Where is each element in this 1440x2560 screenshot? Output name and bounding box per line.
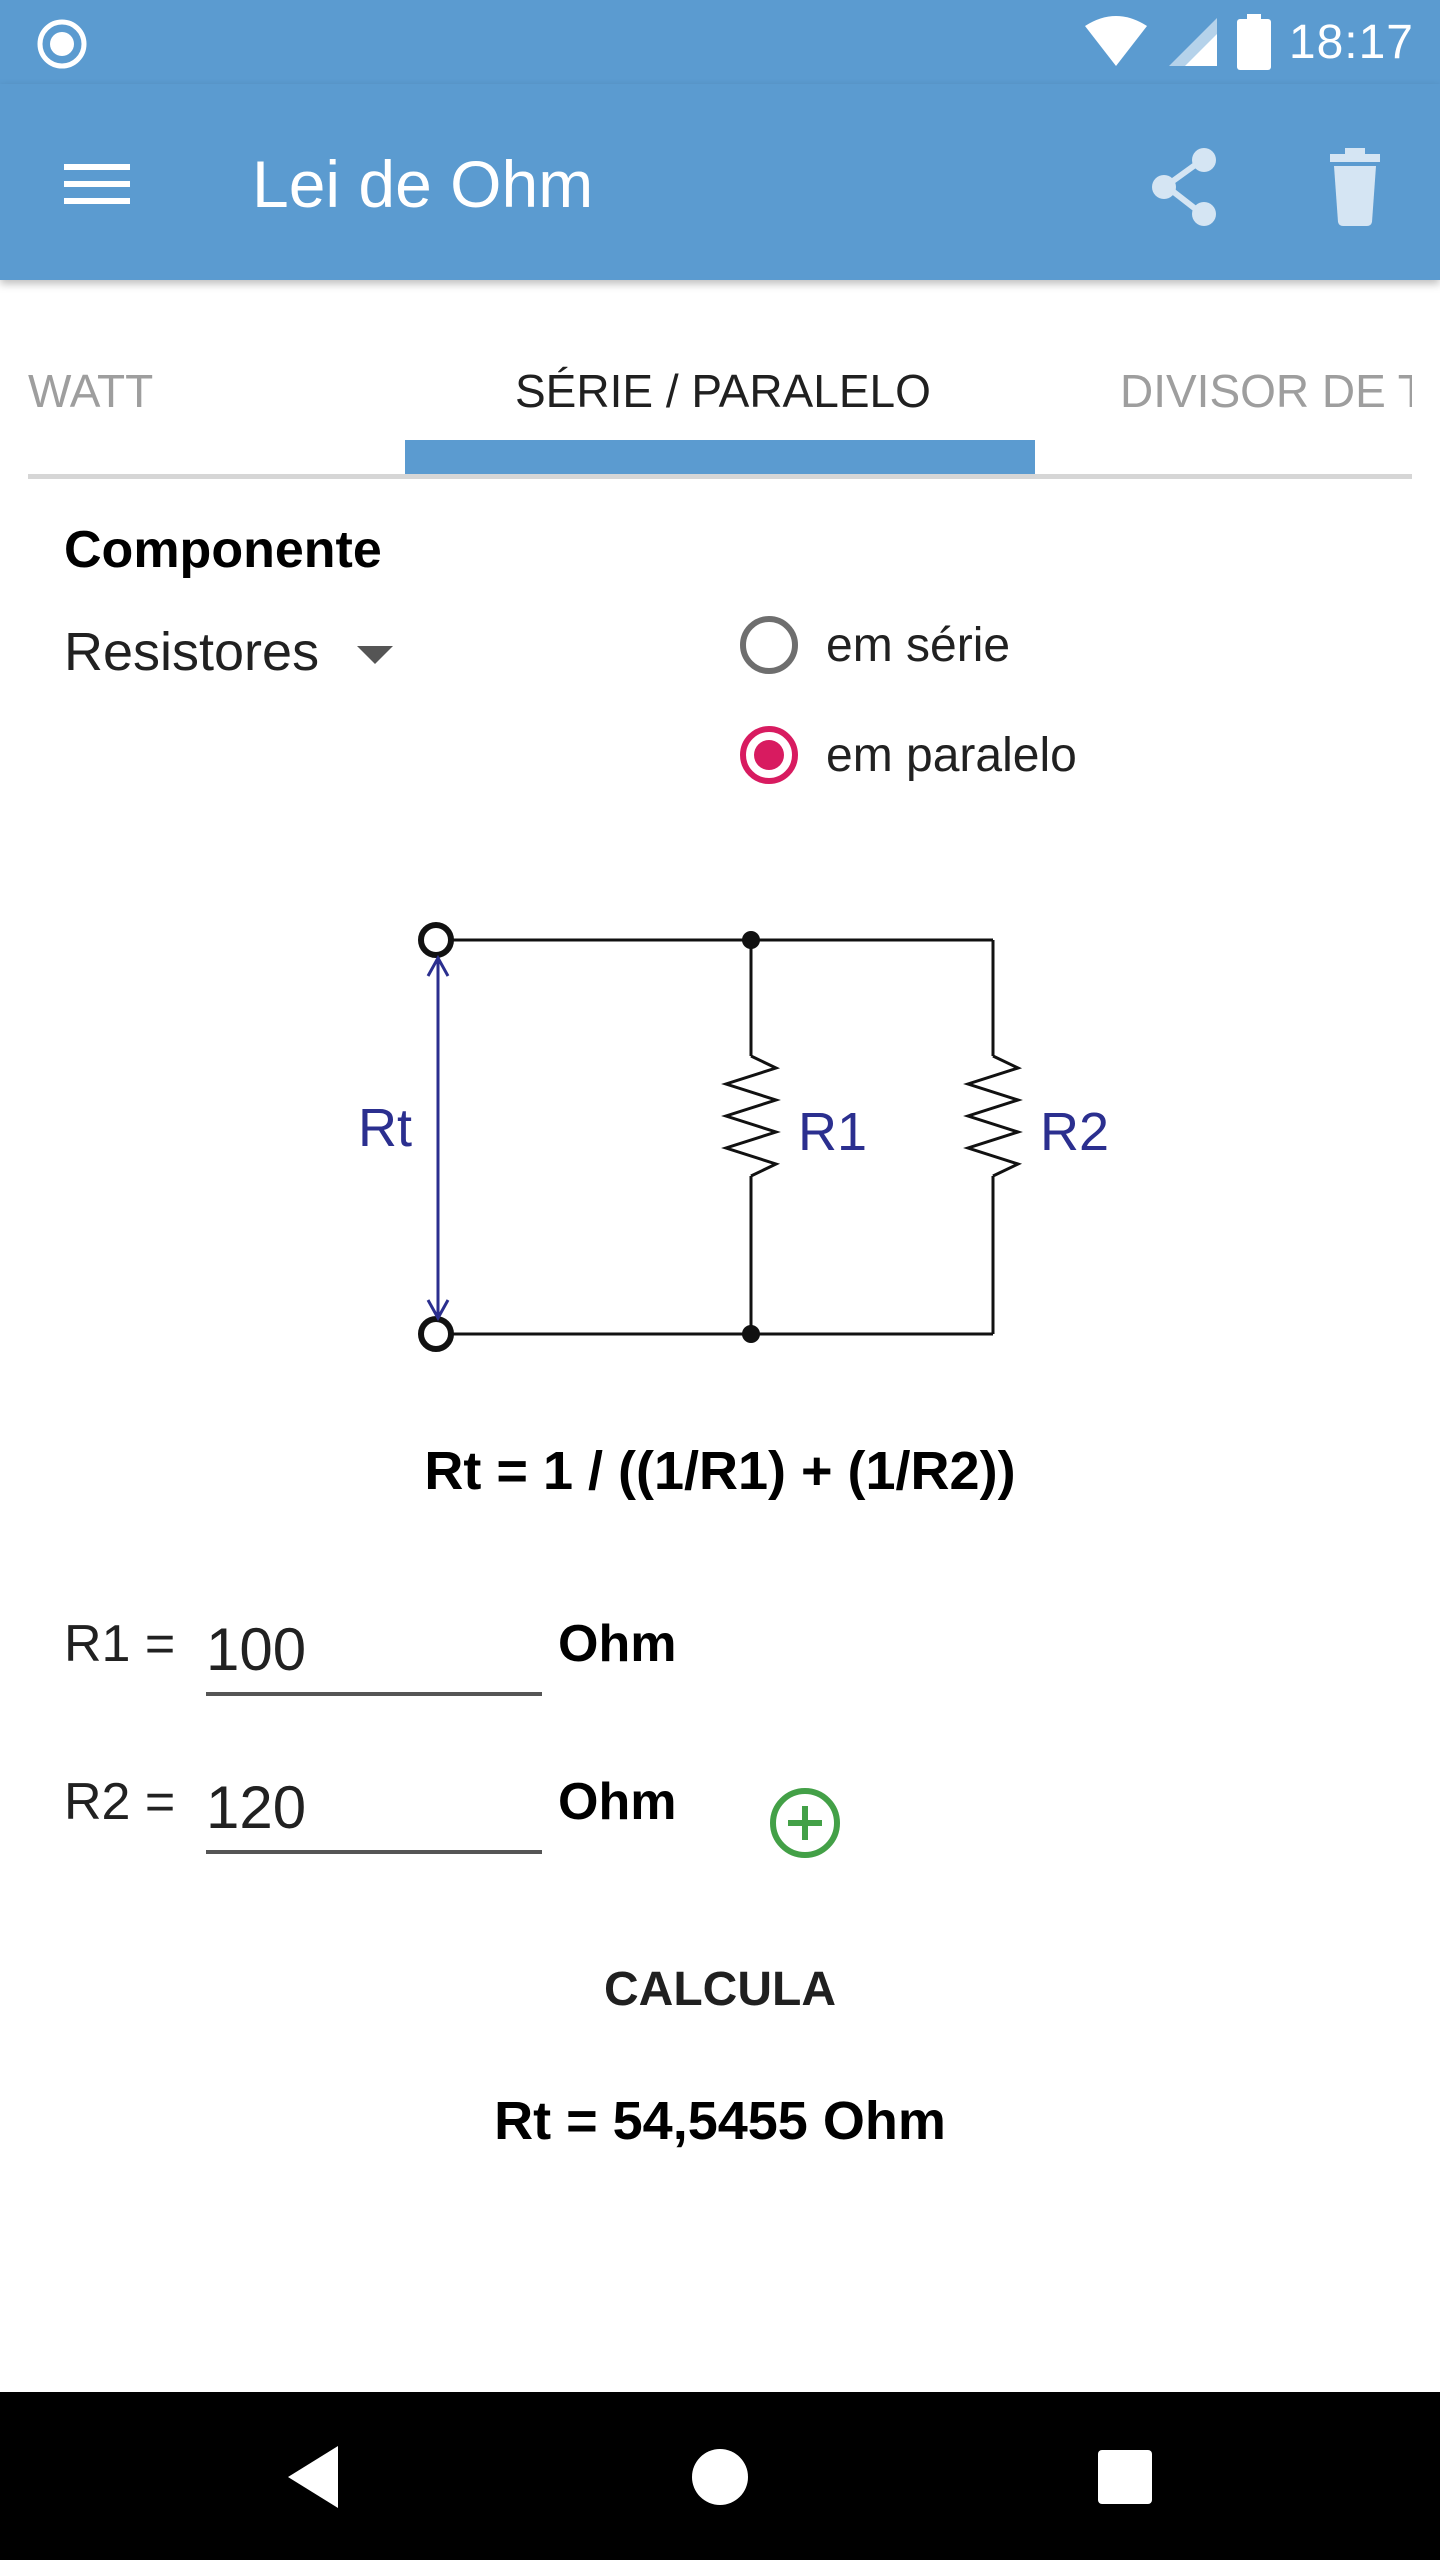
tab-indicator [405,440,1035,474]
delete-icon[interactable] [1310,142,1400,232]
r2-label-text: R2 = [64,1773,176,1831]
page-title: Lei de Ohm [252,147,594,221]
clock: 18:17 [1288,15,1414,69]
menu-icon[interactable] [48,144,138,224]
tab-serie-paralelo[interactable]: SÉRIE / PARALELO [515,365,931,417]
radio-label: em paralelo [826,728,1077,782]
signal-icon [1168,18,1217,66]
navigation-bar [0,2392,1440,2560]
tab-bar: WATT SÉRIE / PARALELO DIVISOR DE T [28,280,1412,480]
tab-divider [28,474,1412,479]
calculate-button[interactable]: CALCULA [604,1963,836,2016]
r2-input[interactable] [206,1764,542,1854]
battery-icon [1236,14,1271,70]
radio-label: em série [826,618,1011,672]
rt-label: Rt [358,1098,412,1158]
result-text: Rt = 54,5455 Ohm [494,2091,946,2151]
r1-unit: Ohm [558,1615,677,1673]
r1-label-text: R1 = [64,1615,176,1673]
parallel-circuit-diagram: Rt R1 R2 [358,922,1109,1352]
radio-em-serie[interactable]: em série [740,610,1010,680]
component-dropdown[interactable]: Resistores [64,612,394,692]
wifi-icon [1084,16,1147,66]
radio-checked-icon [740,726,798,784]
radio-em-paralelo[interactable]: em paralelo [740,720,1077,790]
radio-unchecked-icon [740,616,798,674]
r2-label: R2 [1040,1102,1109,1162]
status-bar: 18:17 [0,0,1440,84]
dropdown-arrow-icon [357,646,394,664]
recents-icon[interactable] [1080,2432,1170,2522]
r1-label: R1 [798,1102,867,1162]
record-icon [37,19,87,69]
back-icon[interactable] [270,2432,360,2522]
home-icon[interactable] [675,2432,765,2522]
share-icon[interactable] [1140,142,1230,232]
formula: Rt = 1 / ((1/R1) + (1/R2)) [424,1441,1016,1501]
tab-divisor[interactable]: DIVISOR DE T [1120,365,1412,417]
tab-watt[interactable]: WATT [28,365,154,417]
component-heading: Componente [64,521,382,579]
r2-unit: Ohm [558,1773,677,1831]
component-dropdown-value: Resistores [64,622,320,682]
add-resistor-icon[interactable] [768,1786,842,1860]
r1-input[interactable] [206,1606,542,1696]
app-bar: Lei de Ohm [0,84,1440,280]
